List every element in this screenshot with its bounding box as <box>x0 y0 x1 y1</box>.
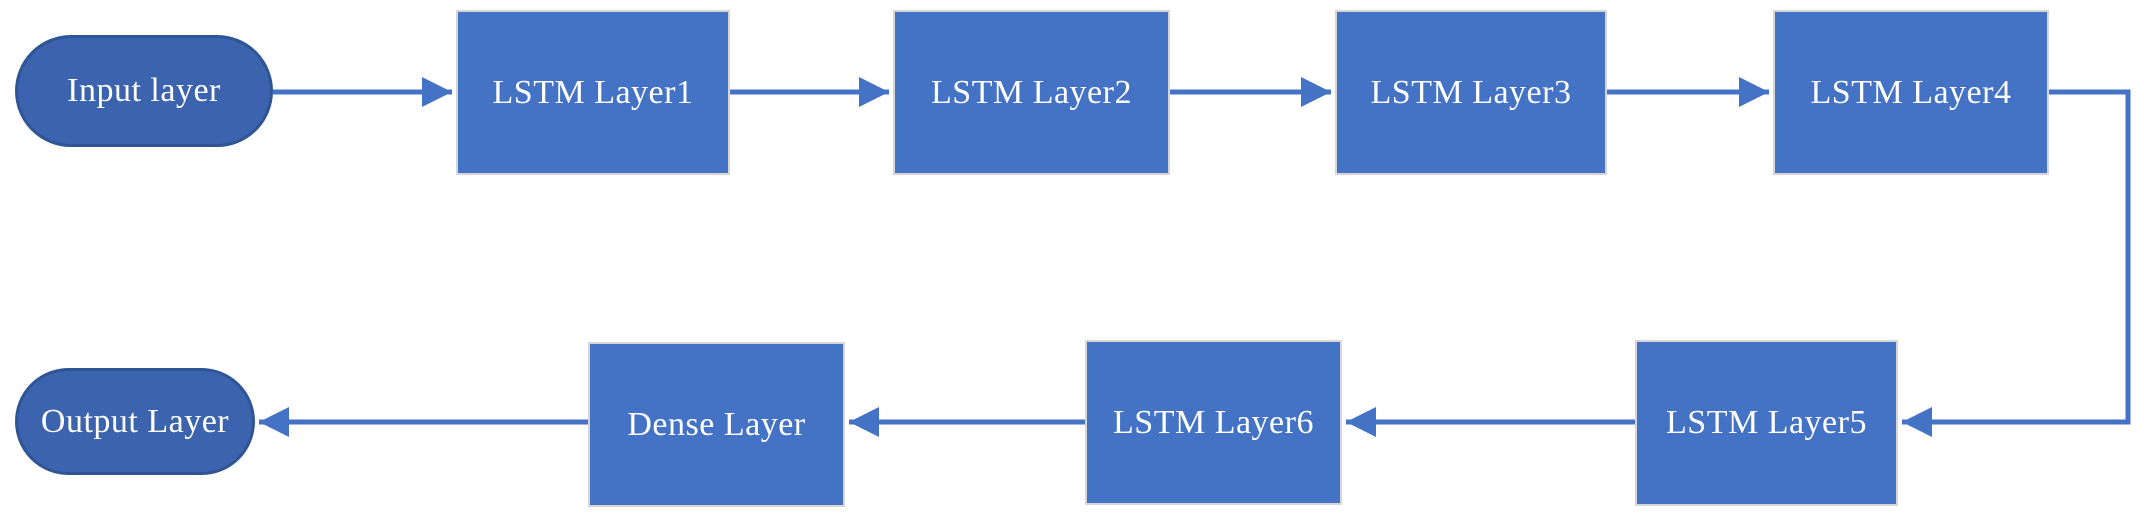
node-lstm-layer2: LSTM Layer2 <box>893 10 1170 175</box>
node-lstm-layer6-label: LSTM Layer6 <box>1113 403 1314 441</box>
node-input-layer-label: Input layer <box>67 72 221 109</box>
node-lstm-layer5-label: LSTM Layer5 <box>1666 404 1867 441</box>
node-lstm-layer4: LSTM Layer4 <box>1773 10 2049 175</box>
node-lstm-layer5: LSTM Layer5 <box>1635 340 1898 506</box>
node-lstm-layer1: LSTM Layer1 <box>456 10 730 175</box>
node-dense-layer: Dense Layer <box>588 342 845 507</box>
node-output-layer: Output Layer <box>15 368 255 475</box>
node-lstm-layer2-label: LSTM Layer2 <box>931 73 1132 111</box>
node-lstm-layer1-label: LSTM Layer1 <box>492 73 694 111</box>
node-lstm-layer3-label: LSTM Layer3 <box>1370 73 1572 111</box>
node-lstm-layer6: LSTM Layer6 <box>1085 340 1342 505</box>
node-lstm-layer3: LSTM Layer3 <box>1335 10 1607 175</box>
node-dense-layer-label: Dense Layer <box>627 405 806 443</box>
node-lstm-layer4-label: LSTM Layer4 <box>1810 73 2012 111</box>
node-output-layer-label: Output Layer <box>40 402 230 440</box>
node-input-layer: Input layer <box>15 35 273 147</box>
